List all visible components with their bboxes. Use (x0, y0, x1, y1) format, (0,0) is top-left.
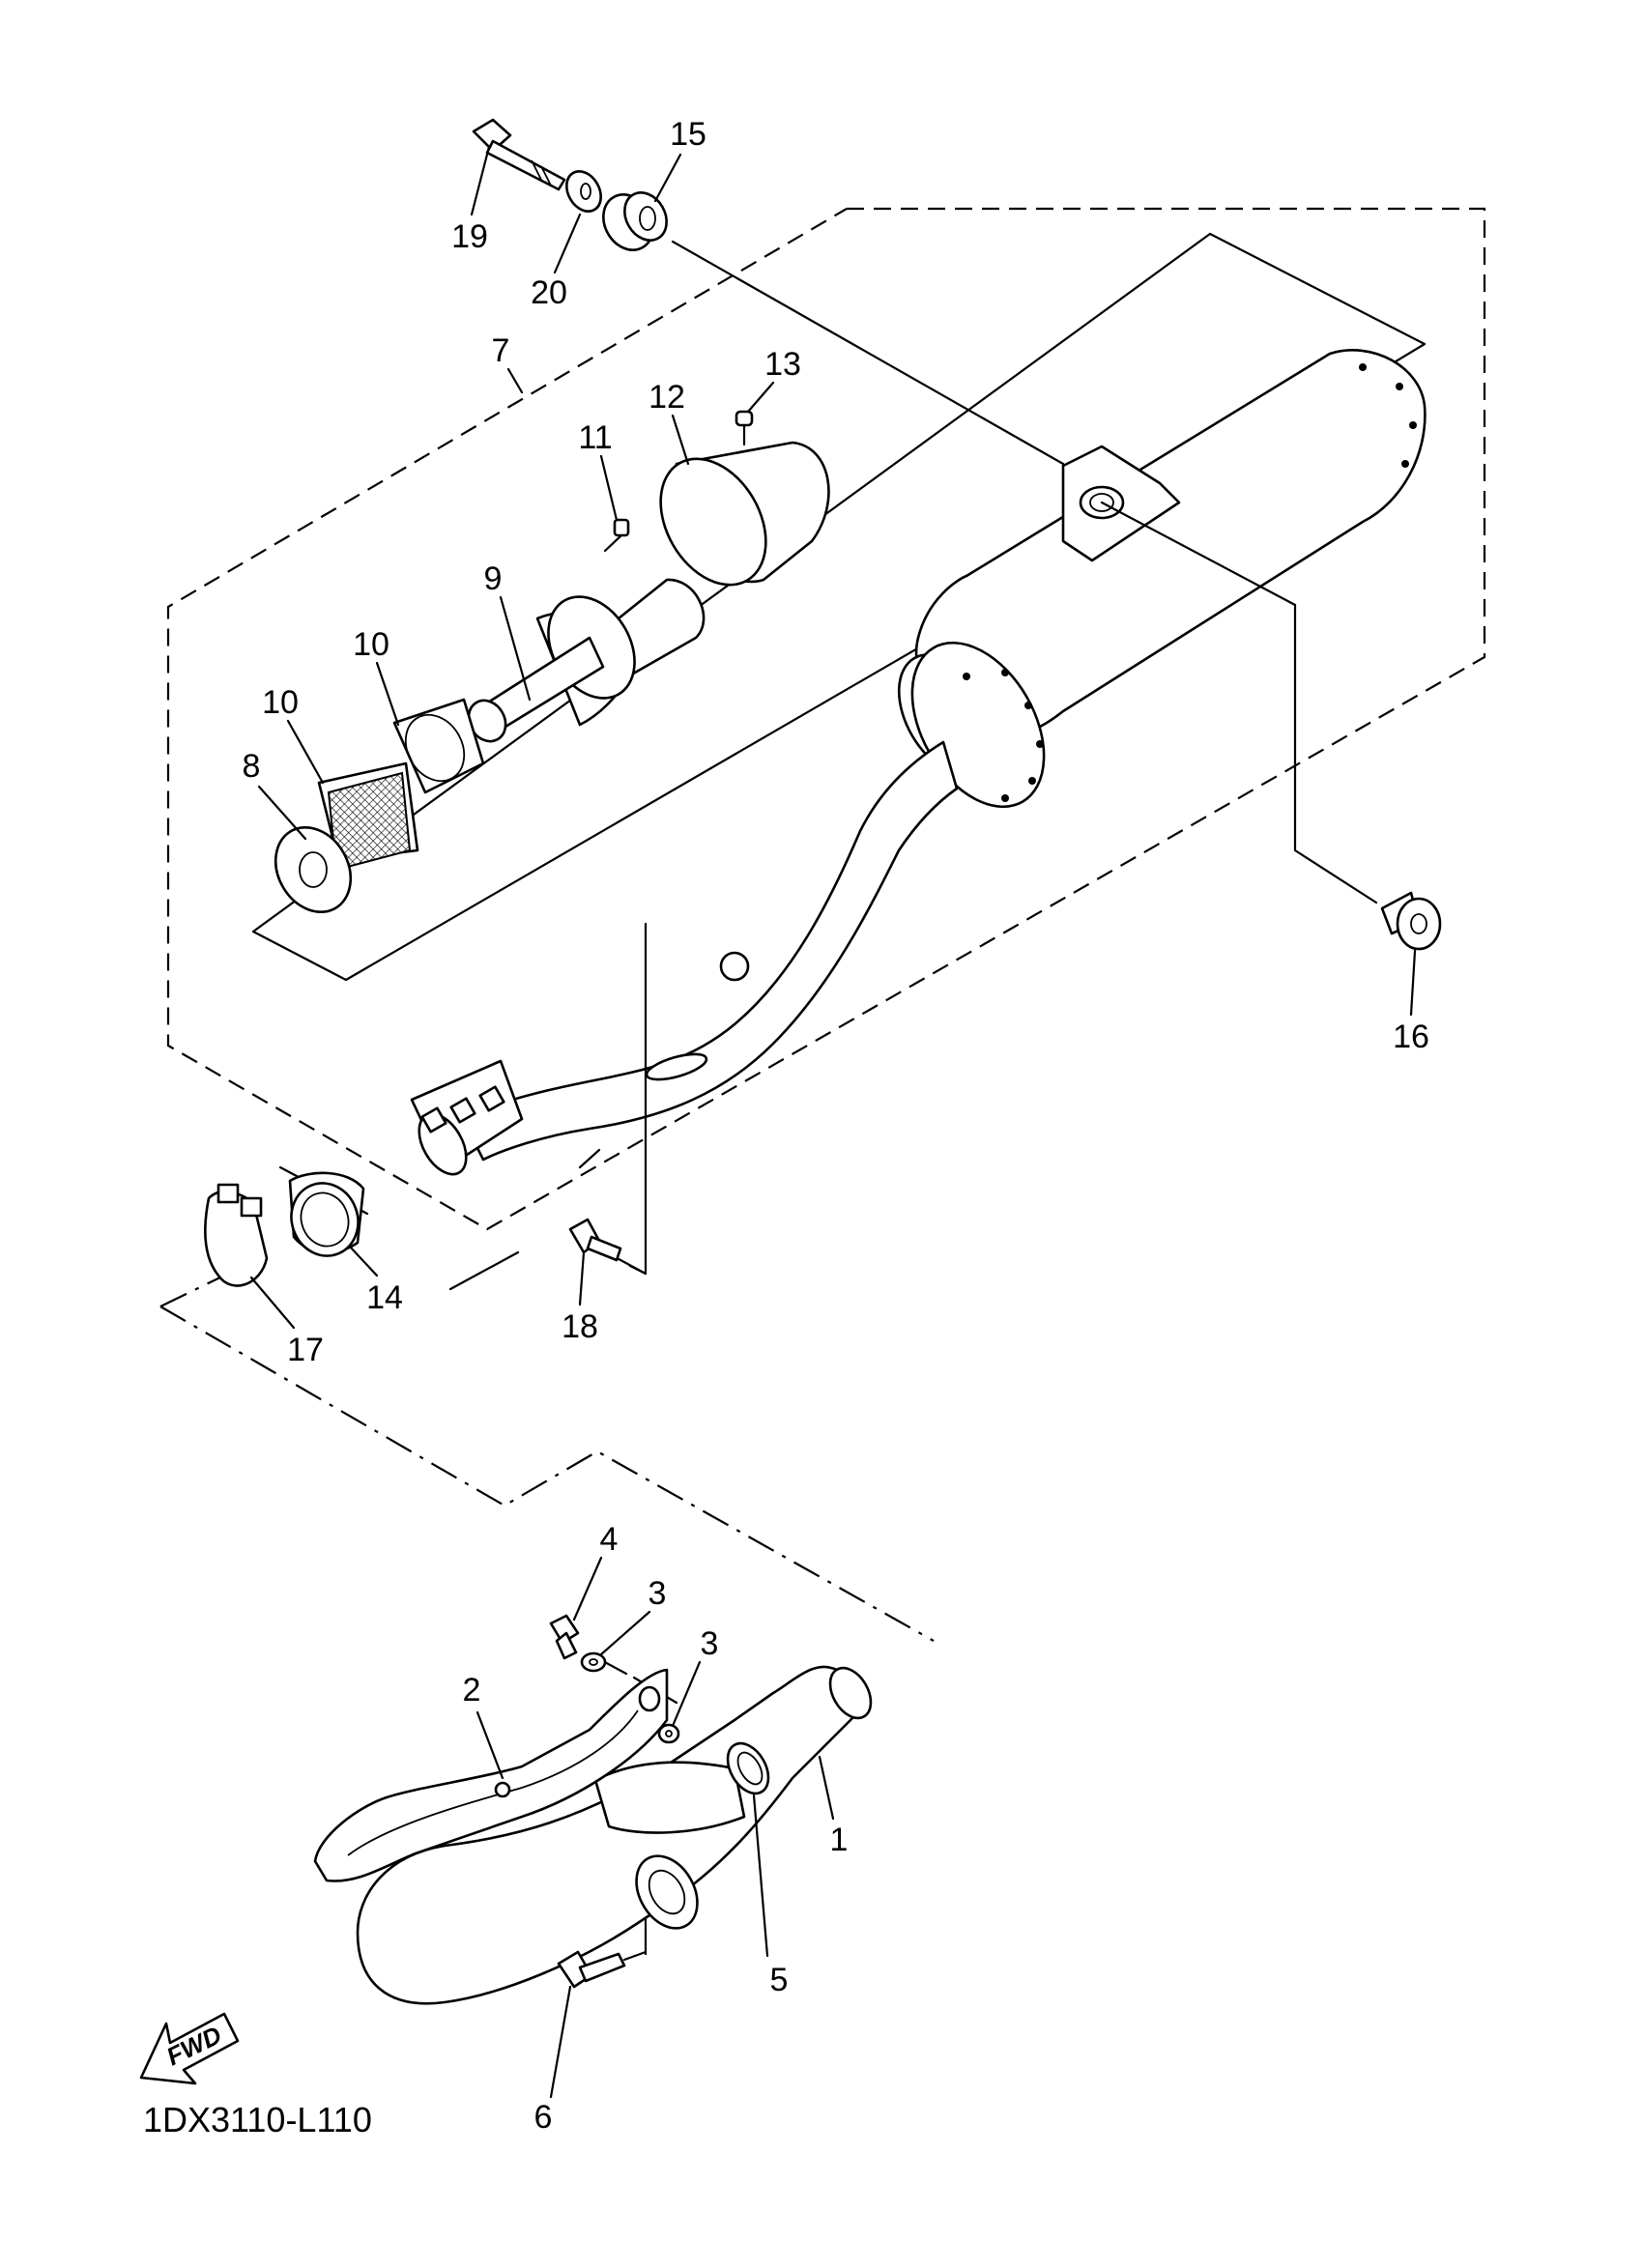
label-part-3-a: 3 (649, 1575, 667, 1612)
label-part-15: 15 (670, 116, 706, 153)
label-part-12: 12 (649, 379, 685, 416)
label-part-14: 14 (366, 1279, 403, 1316)
gasket-5 (726, 1741, 770, 1795)
muffler-assembly-outline (166, 207, 1486, 1231)
diagram-code: 1DX3110-L110 (143, 2100, 372, 2139)
label-part-2: 2 (463, 1672, 481, 1708)
label-part-11: 11 (578, 419, 612, 456)
grommet-16 (1380, 891, 1442, 951)
label-part-18: 18 (562, 1308, 598, 1345)
label-part-3-b: 3 (701, 1625, 719, 1662)
silencer-insert-group-outline (251, 232, 1427, 982)
protector-2 (313, 1668, 669, 1882)
silencer-core-8 (274, 771, 412, 914)
label-part-13: 13 (764, 346, 801, 383)
washer-3-a (580, 1651, 607, 1673)
label-part-16: 16 (1393, 1019, 1429, 1055)
muffler (410, 349, 1427, 1176)
fwd-arrow-icon: FWD (139, 2012, 240, 2085)
label-part-7: 7 (492, 332, 510, 369)
label-part-1: 1 (830, 1822, 849, 1858)
bolt-19 (472, 118, 566, 191)
label-part-10-upper: 10 (353, 626, 389, 663)
inner-pipe-9 (467, 578, 706, 743)
label-part-17: 17 (287, 1332, 324, 1368)
bolt-6 (557, 1950, 648, 1989)
label-part-10-lower: 10 (262, 684, 299, 721)
label-part-6: 6 (534, 2099, 553, 2136)
screw-11 (603, 518, 630, 553)
bolt-18 (568, 1218, 622, 1262)
part-labels: 1 2 3 3 4 5 6 7 8 9 10 10 11 12 13 14 15… (243, 116, 1429, 2136)
label-part-5: 5 (770, 1962, 789, 1998)
washer-3-b (657, 1723, 680, 1744)
bolt-4 (549, 1614, 580, 1660)
exhaust-pipe-group-outline (159, 1271, 935, 1642)
label-part-4: 4 (600, 1521, 619, 1558)
washer-20 (565, 170, 602, 213)
clamp-17 (204, 1183, 269, 1287)
end-cap-12 (659, 441, 830, 587)
joint-14 (288, 1171, 365, 1257)
label-part-20: 20 (531, 274, 567, 311)
screw-13 (735, 410, 754, 446)
label-part-8: 8 (243, 748, 261, 785)
label-part-19: 19 (451, 218, 488, 255)
label-part-9: 9 (484, 560, 503, 597)
gasket-10-upper (392, 698, 485, 794)
collar-15 (602, 191, 668, 251)
